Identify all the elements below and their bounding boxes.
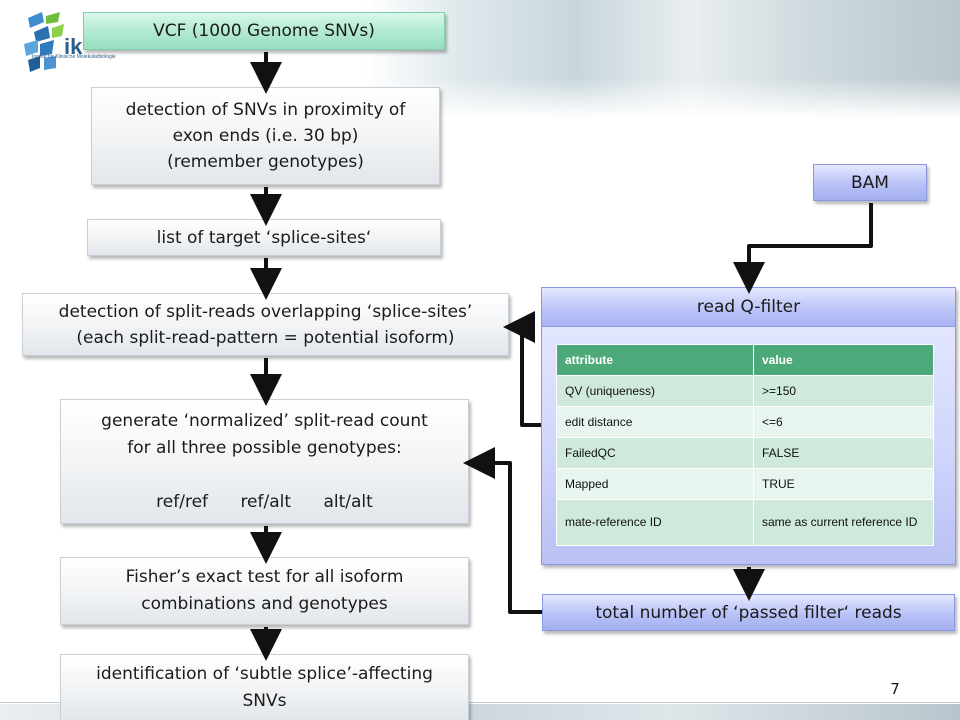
filter-attribute: FailedQC <box>556 437 754 469</box>
arrow-bam-to-filter <box>733 203 873 294</box>
filter-value: <=6 <box>753 406 934 438</box>
filter-attribute: mate-reference ID <box>556 499 754 546</box>
table-row: QV (uniqueness) >=150 <box>556 375 934 407</box>
ikm-logo-icon: ik <box>24 12 83 72</box>
svg-text:ik: ik <box>64 34 83 59</box>
fisher-line-2: combinations and genotypes <box>141 594 388 614</box>
read-q-filter-title: read Q-filter <box>542 288 955 327</box>
read-q-filter-panel: read Q-filter attribute value QV (unique… <box>541 287 956 565</box>
table-row: Mapped TRUE <box>556 468 934 500</box>
filter-value: FALSE <box>753 437 934 469</box>
fisher-line-1: Fisher’s exact test for all isoform <box>125 567 404 587</box>
filter-value: TRUE <box>753 468 934 500</box>
detect-snvs-line-1: detection of SNVs in proximity of <box>125 100 406 120</box>
vcf-box: VCF (1000 Genome SNVs) <box>83 12 445 50</box>
filter-table: attribute value QV (uniqueness) >=150 ed… <box>556 344 934 546</box>
normalized-line-2: for all three possible genotypes: <box>127 437 402 458</box>
filter-header-attribute: attribute <box>556 344 754 376</box>
target-list-label: list of target ‘splice-sites‘ <box>156 227 372 248</box>
target-list-box: list of target ‘splice-sites‘ <box>87 219 441 256</box>
split-reads-line-1: detection of split-reads overlapping ‘sp… <box>58 301 473 322</box>
normalized-count-box: generate ‘normalized’ split-read count f… <box>60 399 469 524</box>
bam-label: BAM <box>851 172 889 193</box>
arrow-total-to-normalized <box>463 447 542 614</box>
footer-divider <box>0 702 960 703</box>
table-row: mate-reference ID same as current refere… <box>556 499 934 546</box>
filter-value: same as current reference ID <box>753 499 934 546</box>
filter-attribute: QV (uniqueness) <box>556 375 754 407</box>
filter-table-header: attribute value <box>556 344 934 376</box>
filter-value: >=150 <box>753 375 934 407</box>
detect-snvs-box: detection of SNVs in proximity of exon e… <box>91 87 440 185</box>
detect-snvs-line-3: (remember genotypes) <box>167 152 364 172</box>
arrow-filter-to-split <box>503 311 541 427</box>
split-reads-line-2: (each split-read-pattern = potential iso… <box>76 327 455 348</box>
filter-attribute: edit distance <box>556 406 754 438</box>
identification-line-2: SNVs <box>242 690 287 711</box>
genotype-labels: ref/ref ref/alt alt/alt <box>156 491 373 512</box>
table-row: FailedQC FALSE <box>556 437 934 469</box>
total-passed-label: total number of ‘passed filter‘ reads <box>595 602 902 623</box>
logo-caption: Institut für Klinische Molekularbiologie <box>32 54 116 60</box>
identification-box: identification of ‘subtle splice’-affect… <box>60 654 469 720</box>
split-reads-box: detection of split-reads overlapping ‘sp… <box>22 293 509 356</box>
total-passed-box: total number of ‘passed filter‘ reads <box>542 594 955 631</box>
page-number: 7 <box>890 680 900 698</box>
filter-attribute: Mapped <box>556 468 754 500</box>
bam-box: BAM <box>813 164 927 201</box>
identification-line-1: identification of ‘subtle splice’-affect… <box>96 663 433 684</box>
detect-snvs-line-2: exon ends (i.e. 30 bp) <box>172 126 359 146</box>
fisher-test-box: Fisher’s exact test for all isoform comb… <box>60 557 469 625</box>
normalized-line-1: generate ‘normalized’ split-read count <box>101 410 428 431</box>
table-row: edit distance <=6 <box>556 406 934 438</box>
vcf-label: VCF (1000 Genome SNVs) <box>153 21 375 41</box>
filter-header-value: value <box>753 344 934 376</box>
